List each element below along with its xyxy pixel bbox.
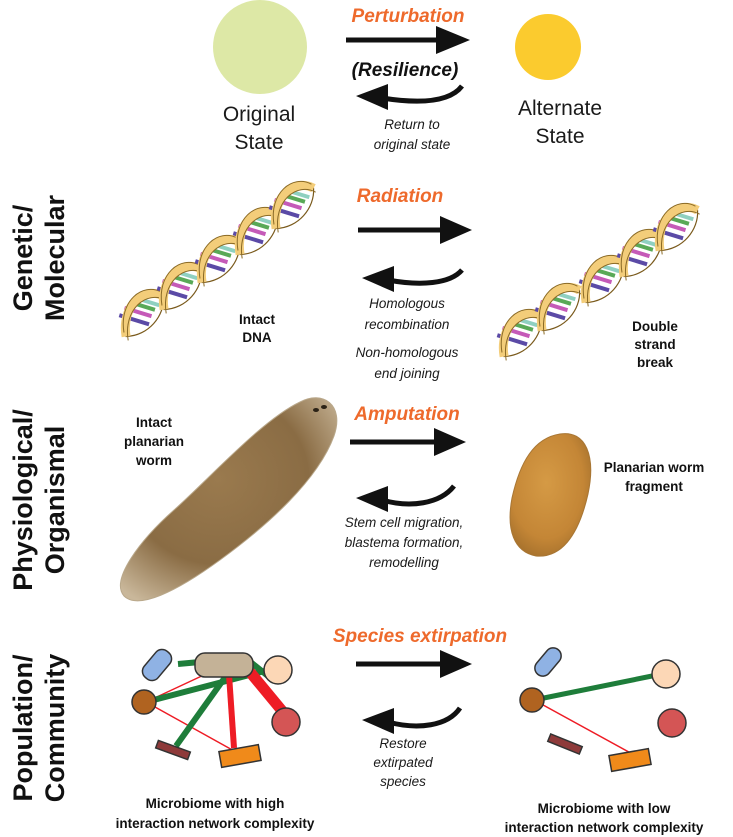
low-complexity-label: Microbiome with low <box>538 801 671 816</box>
row4: Population/ Community Microbiome with hi… <box>8 626 704 835</box>
high-complexity-network <box>131 648 301 769</box>
repair-label-2: recombination <box>365 317 450 332</box>
extirpation-arrow <box>356 650 472 678</box>
svg-text:Molecular: Molecular <box>40 194 70 321</box>
return-arrow <box>356 84 464 110</box>
microbe-maroon-2 <box>546 732 584 756</box>
microbe-red <box>271 707 301 737</box>
forward-arrow <box>346 26 470 54</box>
row2: Genetic/ Molecular Intact DNA Radiation … <box>8 175 708 381</box>
radiation-label: Radiation <box>357 186 444 207</box>
microbe-red-2 <box>657 708 687 738</box>
radiation-arrow <box>358 216 472 244</box>
repair-arrow <box>362 266 464 292</box>
repair-label-3: Non-homologous <box>356 345 459 360</box>
microbe-brown <box>131 689 157 715</box>
row1: Original State Alternate State Perturbat… <box>213 0 602 154</box>
fragment-label-2: fragment <box>625 479 683 494</box>
microbe-orange <box>218 743 262 769</box>
species-extirpation-label: Species extirpation <box>333 626 507 647</box>
svg-text:Organismal: Organismal <box>40 426 70 575</box>
amputation-arrow <box>350 428 466 456</box>
regeneration-label-1: Stem cell migration, <box>345 515 464 530</box>
regeneration-label-3: remodelling <box>369 555 439 570</box>
alternate-state-label-2: State <box>535 125 584 148</box>
restore-label-3: species <box>380 774 426 789</box>
high-complexity-label: Microbiome with high <box>146 796 285 811</box>
return-label: Return to <box>384 117 440 132</box>
original-state-circle <box>213 0 307 94</box>
svg-text:Population/: Population/ <box>8 654 38 801</box>
intact-worm-label-3: worm <box>135 453 172 468</box>
intact-dna-icon <box>111 175 324 340</box>
svg-text:Physiological/: Physiological/ <box>8 409 38 591</box>
svg-text:Community: Community <box>40 654 70 803</box>
original-state-label: Original <box>223 103 295 126</box>
fragment-label: Planarian worm <box>604 460 705 475</box>
regeneration-label-2: blastema formation, <box>345 535 464 550</box>
microbe-blue-2 <box>534 647 562 677</box>
microbe-brown-2 <box>519 687 545 713</box>
microbe-blue <box>141 648 173 682</box>
regeneration-arrow <box>356 484 456 512</box>
side-label-population: Population/ Community <box>8 654 70 803</box>
microbe-orange-2 <box>608 747 652 773</box>
intact-dna-label-2: DNA <box>242 330 271 345</box>
side-label-physiological: Physiological/ Organismal <box>8 409 70 591</box>
planarian-worm-fragment <box>509 433 592 557</box>
original-state-label-2: State <box>234 131 283 154</box>
alternate-state-label: Alternate <box>518 97 602 120</box>
broken-dna-icon <box>489 197 708 360</box>
microbe-maroon <box>154 739 192 761</box>
svg-text:Genetic/: Genetic/ <box>8 204 38 311</box>
intact-worm-label: Intact <box>136 415 173 430</box>
restore-label-2: extirpated <box>373 755 433 770</box>
row3: Physiological/ Organismal Intact planari… <box>8 397 705 602</box>
microbe-peach-2 <box>651 659 681 689</box>
low-complexity-label-2: interaction network complexity <box>505 820 704 835</box>
repair-label-4: end joining <box>374 366 440 381</box>
restore-arrow <box>362 706 463 734</box>
return-label-2: original state <box>374 137 451 152</box>
alternate-state-circle <box>515 14 581 80</box>
double-strand-break-label-3: break <box>637 355 674 370</box>
microbe-peach <box>263 655 293 685</box>
amputation-label: Amputation <box>353 404 460 425</box>
repair-label-1: Homologous <box>369 296 445 311</box>
intact-worm-label-2: planarian <box>124 434 184 449</box>
microbe-tan <box>194 652 254 678</box>
double-strand-break-label-2: strand <box>634 337 675 352</box>
perturbation-label: Perturbation <box>352 6 465 27</box>
side-label-genetic: Genetic/ Molecular <box>8 194 70 321</box>
intact-planarian-worm <box>119 397 338 602</box>
double-strand-break-label: Double <box>632 319 678 334</box>
intact-dna-label: Intact <box>239 312 276 327</box>
resilience-label: (Resilience) <box>352 60 459 81</box>
restore-label-1: Restore <box>379 736 426 751</box>
high-complexity-label-2: interaction network complexity <box>116 816 315 831</box>
low-complexity-network <box>519 647 687 773</box>
